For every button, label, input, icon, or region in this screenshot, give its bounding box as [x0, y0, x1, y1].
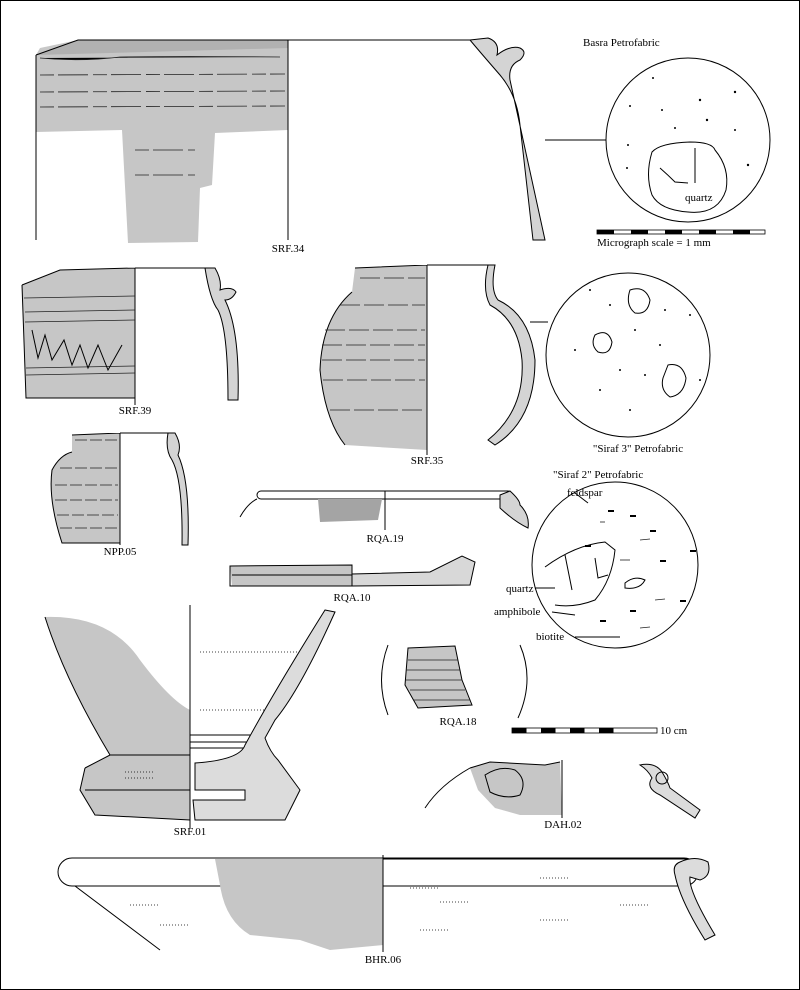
vessel-srf01: SRF.01: [44, 605, 336, 838]
siraf2-biotite-label: biotite: [536, 631, 564, 643]
vessel-dah02: DAH.02: [424, 760, 701, 831]
micrograph-basra: Basra Petrofabric quartz Micrograph scal…: [583, 37, 771, 249]
label-bhr06: BHR.06: [365, 954, 402, 966]
vessel-npp05: NPP.05: [50, 432, 189, 558]
label-srf35: SRF.35: [411, 455, 444, 467]
label-srf34: SRF.34: [272, 243, 305, 255]
siraf2-amphibole-label: amphibole: [494, 606, 541, 618]
label-rqa18: RQA.18: [440, 716, 477, 728]
label-rqa19: RQA.19: [367, 533, 404, 545]
basra-quartz-label: quartz: [685, 192, 713, 204]
label-srf01: SRF.01: [174, 826, 206, 838]
siraf3-title: "Siraf 3" Petrofabric: [593, 443, 683, 455]
label-rqa10: RQA.10: [334, 592, 371, 604]
vessel-rqa10: RQA.10: [229, 555, 476, 604]
vessel-srf39: SRF.39: [21, 267, 239, 417]
label-dah02: DAH.02: [544, 819, 582, 831]
vessel-srf35: SRF.35: [319, 264, 548, 467]
vessel-scale-label: 10 cm: [660, 725, 688, 737]
vessel-scale-bar: [511, 727, 658, 734]
vessel-rqa18: RQA.18: [381, 644, 528, 728]
siraf2-quartz-label: quartz: [506, 583, 534, 595]
vessel-bhr06: BHR.06: [57, 855, 716, 966]
vessel-srf34: SRF.34: [35, 37, 606, 255]
micrograph-siraf3: "Siraf 3" Petrofabric: [545, 272, 711, 455]
micrograph-scale-label: Micrograph scale = 1 mm: [597, 237, 711, 249]
label-npp05: NPP.05: [104, 546, 137, 558]
vessel-rqa19: RQA.19: [239, 490, 529, 545]
siraf2-feldspar-label: feldspar: [567, 487, 603, 499]
label-srf39: SRF.39: [119, 405, 152, 417]
basra-title: Basra Petrofabric: [583, 37, 660, 49]
micrograph-siraf2: "Siraf 2" Petrofabric feldspar quartz am…: [494, 469, 699, 649]
micrograph-scale-bar: [596, 229, 766, 235]
siraf2-title: "Siraf 2" Petrofabric: [553, 469, 643, 481]
